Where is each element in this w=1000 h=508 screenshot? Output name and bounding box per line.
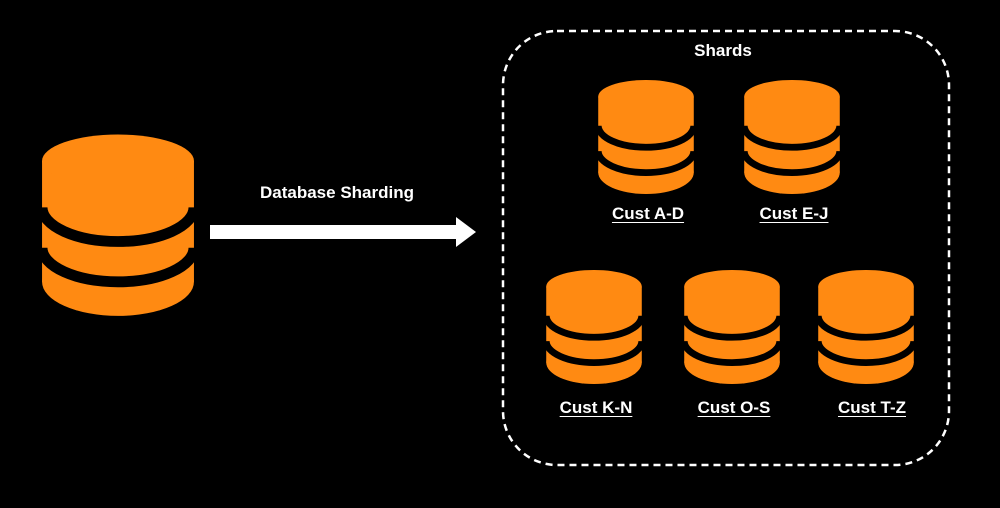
shard-label-e-j: Cust E-J <box>759 204 829 223</box>
shard-database-icon-k-n <box>545 269 643 385</box>
shards-title: Shards <box>694 41 752 60</box>
shard-database-icon-e-j <box>743 79 841 195</box>
arrow-right-icon <box>210 217 476 247</box>
shard-database-icon-a-d <box>597 79 695 195</box>
source-database-icon <box>40 134 196 316</box>
shard-label-t-z: Cust T-Z <box>838 398 906 417</box>
shard-label-a-d: Cust A-D <box>611 204 685 223</box>
shard-database-icon-o-s <box>683 269 781 385</box>
shard-label-o-s: Cust O-S <box>697 398 771 417</box>
sharding-arrow-label: Database Sharding <box>260 183 414 202</box>
shards-container <box>501 29 951 467</box>
shard-label-k-n: Cust K-N <box>559 398 633 417</box>
shard-database-icon-t-z <box>817 269 915 385</box>
